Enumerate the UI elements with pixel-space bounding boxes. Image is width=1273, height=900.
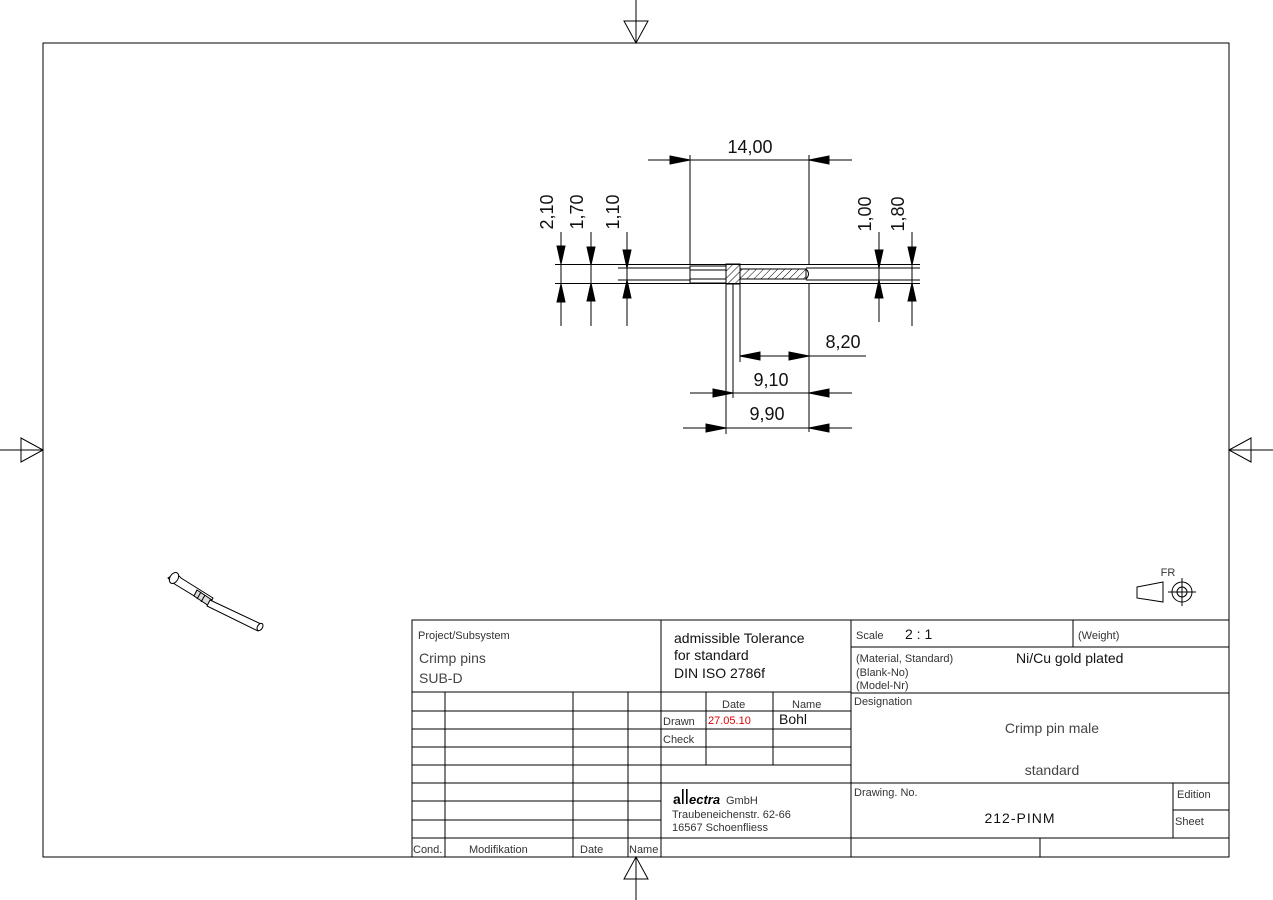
project-line2: SUB-D (419, 670, 463, 686)
dimension-label-9-90: 9,90 (749, 404, 784, 424)
first-angle-projection-icon (1136, 578, 1196, 606)
dimension-1-00 (874, 232, 884, 322)
centering-mark-bottom (623, 855, 649, 900)
tolerance-line1: admissible Tolerance (674, 630, 805, 646)
scale-value: 2 : 1 (905, 626, 932, 642)
dimension-label-14-00: 14,00 (727, 137, 772, 157)
drawing-no-label: Drawing. No. (854, 787, 918, 799)
model-label: (Model-Nr) (856, 680, 909, 692)
project-line1: Crimp pins (419, 650, 486, 666)
dimension-label-8-20: 8,20 (825, 332, 860, 352)
sheet-label: Sheet (1175, 816, 1204, 828)
tolerance-line3: DIN ISO 2786f (674, 665, 765, 681)
rev-mod-header: Modifikation (469, 844, 528, 856)
rev-cond-header: Cond. (413, 844, 442, 856)
material-value: Ni/Cu gold plated (1016, 650, 1123, 666)
tolerance-line2: for standard (674, 647, 749, 663)
rev-name-header: Name (629, 844, 658, 856)
pin-section-view (555, 263, 920, 285)
check-label: Check (663, 734, 695, 746)
svg-text:a: a (673, 791, 681, 807)
dimension-1-80 (907, 232, 917, 326)
dimension-label-2-10: 2,10 (537, 194, 557, 229)
centering-mark-left (0, 437, 45, 463)
date-header: Date (722, 699, 745, 711)
material-label: (Material, Standard) (856, 653, 953, 665)
dimension-label-1-70: 1,70 (567, 194, 587, 229)
scale-label: Scale (856, 630, 884, 642)
centering-mark-right (1227, 437, 1273, 463)
company-city: 16567 Schoenfliess (672, 822, 769, 834)
dimension-9-90 (683, 284, 852, 434)
edition-label: Edition (1177, 789, 1211, 801)
dimension-1-10 (622, 232, 632, 326)
dimension-2-10 (556, 232, 566, 326)
drawn-label: Drawn (663, 716, 695, 728)
weight-label: (Weight) (1078, 630, 1119, 642)
drawing-no-value: 212-PINM (984, 810, 1055, 826)
designation-label: Designation (854, 696, 912, 708)
pin-isometric-view (167, 571, 264, 632)
rev-date-header: Date (580, 844, 603, 856)
svg-text:ectra: ectra (689, 792, 720, 807)
centering-mark-top (623, 0, 649, 45)
company-suffix: GmbH (726, 795, 758, 807)
dimension-label-1-10: 1,10 (603, 194, 623, 229)
company-logo: a ectra (673, 789, 720, 807)
blank-label: (Blank-No) (856, 667, 909, 679)
designation-line1: Crimp pin male (1005, 720, 1099, 736)
projection-label: FR (1161, 567, 1176, 579)
name-header: Name (792, 699, 821, 711)
company-street: Traubeneichenstr. 62-66 (672, 809, 791, 821)
dimension-label-1-80: 1,80 (888, 196, 908, 231)
dimension-8-20 (739, 284, 866, 432)
drawn-name: Bohl (779, 711, 807, 727)
designation-line2: standard (1025, 762, 1079, 778)
dimension-label-9-10: 9,10 (753, 370, 788, 390)
project-label: Project/Subsystem (418, 630, 510, 642)
dimension-label-1-00: 1,00 (855, 196, 875, 231)
dimension-14-00 (648, 155, 852, 264)
drawn-date: 27.05.10 (708, 715, 751, 727)
title-block (411, 619, 1230, 858)
dimension-9-10 (690, 284, 852, 398)
dimension-1-70 (586, 232, 596, 326)
